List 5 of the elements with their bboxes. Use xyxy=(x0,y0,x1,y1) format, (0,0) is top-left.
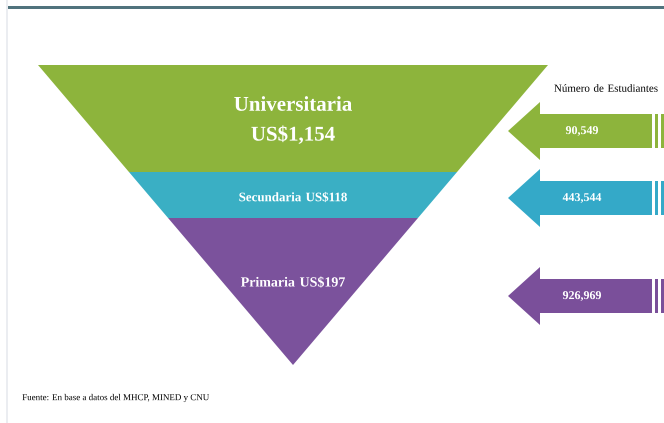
funnel-band: Secundaria US$118 xyxy=(128,172,458,218)
funnel-band: Primaria US$197 xyxy=(168,218,418,365)
source-note: Fuente: En base a datos del MHCP, MINED y CNU xyxy=(22,394,210,402)
funnel-band: Universitaria US$1,154 xyxy=(38,65,548,172)
axis-heading: Número de Estudiantes xyxy=(554,84,658,92)
